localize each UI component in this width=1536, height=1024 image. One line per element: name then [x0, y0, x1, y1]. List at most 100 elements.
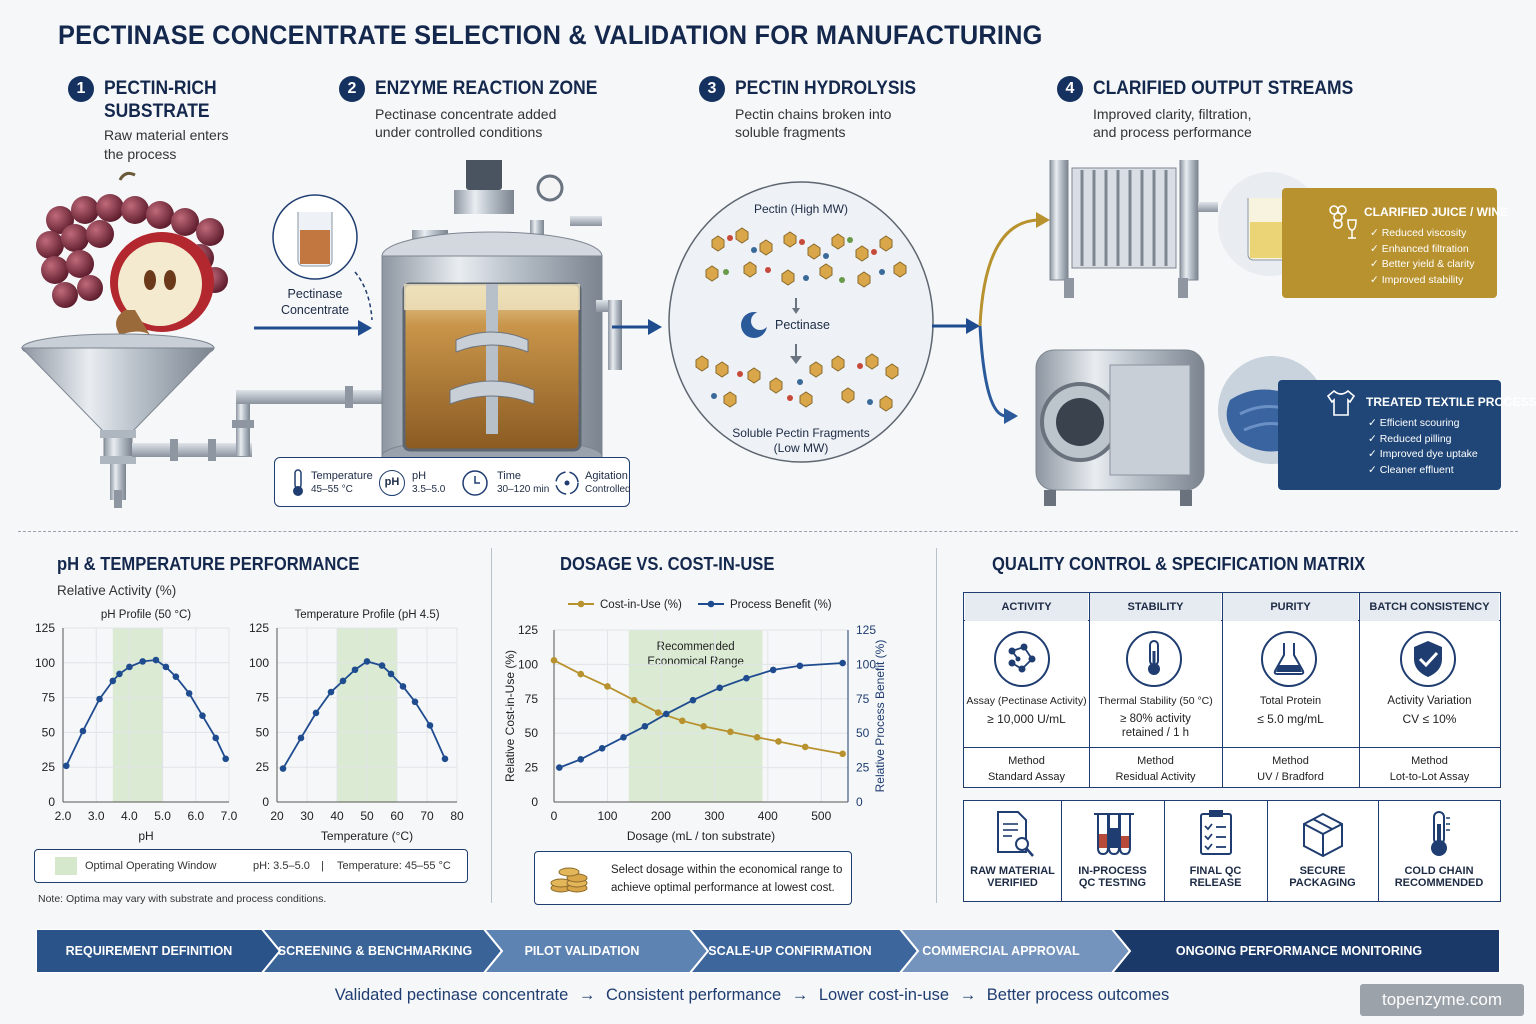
list-item: ✓ Better yield & clarity [1370, 258, 1475, 270]
data-point [109, 677, 117, 685]
flow-step-commercial: COMMERCIAL APPROVAL [922, 944, 1080, 958]
qc-method-label: Method [1411, 755, 1448, 767]
data-point [441, 755, 449, 763]
data-point [185, 690, 193, 697]
data-point [775, 738, 782, 745]
qc-head-batch-consistency: BATCH CONSISTENCY [1360, 593, 1499, 621]
agitation-icon [555, 471, 579, 495]
x-tick-label: 60 [390, 809, 404, 823]
y2-tick-label: 125 [856, 623, 876, 637]
concentrate-beaker [272, 194, 373, 321]
test-tubes-icon [1093, 813, 1134, 856]
tagline-arrow: → [959, 986, 977, 1004]
data-point [339, 677, 347, 685]
y-tick-label: 25 [525, 761, 539, 775]
data-point [387, 670, 395, 678]
flow-chevron [482, 929, 710, 973]
qc-matrix-rule [1222, 592, 1223, 788]
y-tick-label: 125 [249, 621, 269, 635]
list-item: ✓ Enhanced filtration [1370, 242, 1469, 255]
qc-method: Standard Assay [987, 771, 1066, 783]
output-textile-title: TREATED TEXTILE PROCESS [1366, 395, 1536, 409]
legend-separator: | [321, 860, 324, 872]
qc-test: Activity Variation [1387, 695, 1472, 707]
qc-raw-material: RAW MATERIAL VERIFIED [965, 800, 1060, 902]
data-point [162, 663, 170, 671]
step-title: PECTIN-RICH [104, 78, 217, 99]
qc-process-label: IN-PROCESS [1078, 865, 1147, 877]
qc-process-label-line2: VERIFIED [987, 877, 1038, 889]
hydrolysis-diagram [668, 181, 934, 463]
y-tick-label: 100 [249, 656, 269, 670]
y-tick-label: 125 [518, 623, 538, 637]
optimal-window-legend: Optimal Operating Window pH: 3.5–5.0 | T… [34, 849, 468, 883]
data-point [199, 712, 206, 719]
qc-process-label-line2: PACKAGING [1289, 877, 1356, 889]
data-point [550, 656, 558, 664]
validation-flow-bar [36, 929, 1500, 973]
qc-method-label: Method [1137, 755, 1174, 767]
step-desc-line2: under controlled conditions [375, 124, 543, 140]
document-search-icon [996, 811, 1034, 857]
checklist-icon [1199, 810, 1232, 855]
qc-process-row [963, 800, 1501, 902]
data-point [79, 727, 87, 735]
data-point [678, 717, 686, 725]
qc-spec-line2: retained / 1 h [1121, 727, 1190, 739]
qc-process-rule [1061, 800, 1062, 902]
pectin-high-mw-label: Pectin (High MW) [753, 202, 848, 216]
x-tick-label: 80 [450, 809, 464, 823]
data-point [641, 723, 649, 730]
watermark: topenzyme.com [1360, 984, 1524, 1016]
condition-label: Agitation [585, 470, 628, 482]
x-tick-label: 70 [420, 809, 434, 823]
tagline: Validated pectinase concentrate → Consis… [0, 986, 1504, 1005]
data-point [577, 670, 585, 678]
qc-final-release: FINAL QC RELEASE [1165, 800, 1266, 902]
qc-process-rule [1378, 800, 1379, 902]
condition-value: 30–120 min [497, 484, 550, 495]
flow-step-screening: SCREENING & BENCHMARKING [277, 944, 473, 958]
funnel-illustration [20, 333, 216, 508]
data-point [172, 673, 180, 681]
qc-method-label: Method [1008, 755, 1045, 767]
step-title: CLARIFIED OUTPUT STREAMS [1093, 78, 1354, 99]
condition-label: Temperature [311, 470, 373, 482]
step-number: 4 [1057, 76, 1083, 102]
data-point [716, 684, 724, 692]
data-point [620, 734, 627, 741]
reaction-conditions-panel: Temperature 45–55 °C pH pH 3.5–5.0 Time … [274, 457, 631, 507]
x-tick-label: 30 [300, 809, 314, 823]
dosage-tip-text: Select dosage within the economical rang… [611, 861, 842, 897]
condition-temperature: Temperature 45–55 °C [311, 470, 373, 496]
data-point [139, 658, 146, 665]
x-tick-label: 6.0 [187, 809, 204, 823]
y-tick-label: 125 [35, 621, 55, 635]
data-point [839, 659, 846, 667]
x-tick-label: 500 [811, 809, 831, 823]
qc-process-label: SECURE [1299, 865, 1346, 877]
data-point [700, 723, 707, 730]
data-point [604, 683, 611, 690]
y2-tick-label: 0 [856, 795, 863, 809]
data-point [96, 695, 103, 703]
textile-machine [1035, 349, 1205, 506]
qc-stability-spec: Thermal Stability (50 °C) ≥ 80% activity… [1090, 695, 1221, 740]
qc-head-stability: STABILITY [1090, 593, 1221, 621]
x-tick-label: 2.0 [55, 809, 72, 823]
tagline-item: Lower cost-in-use [818, 986, 950, 1004]
y-tick-label: 50 [256, 725, 270, 739]
y2-tick-label: 100 [856, 657, 876, 671]
qc-batch-spec: Activity Variation CV ≤ 10% [1360, 695, 1499, 726]
condition-value: Controlled [585, 484, 631, 495]
legend-label: Cost-in-Use (%) [600, 599, 682, 611]
step-number: 3 [699, 76, 725, 102]
soluble-fragments-line1: Soluble Pectin Fragments [732, 426, 870, 440]
data-point [743, 674, 750, 682]
grapes-illustration [36, 171, 228, 308]
ph-icon: pH [379, 470, 405, 496]
optimal-ph-range: pH: 3.5–5.0 [253, 860, 310, 872]
y-tick-label: 75 [525, 692, 539, 706]
qc-method: UV / Bradford [1257, 771, 1324, 783]
condition-label: Time [497, 470, 522, 482]
